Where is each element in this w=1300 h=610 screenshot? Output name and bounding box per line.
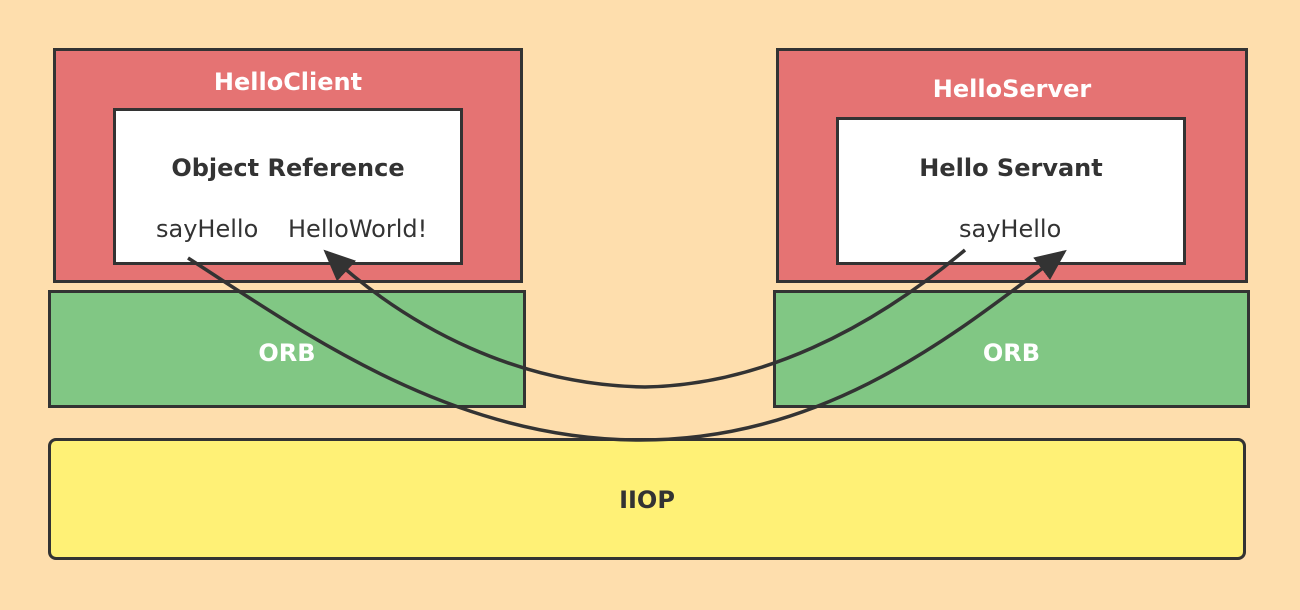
hello-server-title: HelloServer bbox=[932, 75, 1092, 103]
hello-servant-box: Hello Servant sayHello bbox=[836, 117, 1186, 265]
client-sayhello-label: sayHello bbox=[156, 215, 259, 243]
client-helloworld-label: HelloWorld! bbox=[288, 215, 428, 243]
iiop-box: IIOP bbox=[48, 438, 1246, 560]
iiop-label: IIOP bbox=[619, 486, 675, 514]
orb-right-box: ORB bbox=[773, 290, 1250, 408]
hello-servant-title: Hello Servant bbox=[919, 154, 1103, 182]
object-reference-box: Object Reference sayHello HelloWorld! bbox=[113, 108, 463, 265]
server-sayhello-label: sayHello bbox=[959, 215, 1062, 243]
orb-left-box: ORB bbox=[48, 290, 526, 408]
orb-left-label: ORB bbox=[258, 339, 316, 367]
hello-client-title: HelloClient bbox=[213, 68, 363, 96]
object-reference-title: Object Reference bbox=[171, 154, 405, 182]
orb-right-label: ORB bbox=[982, 339, 1041, 367]
